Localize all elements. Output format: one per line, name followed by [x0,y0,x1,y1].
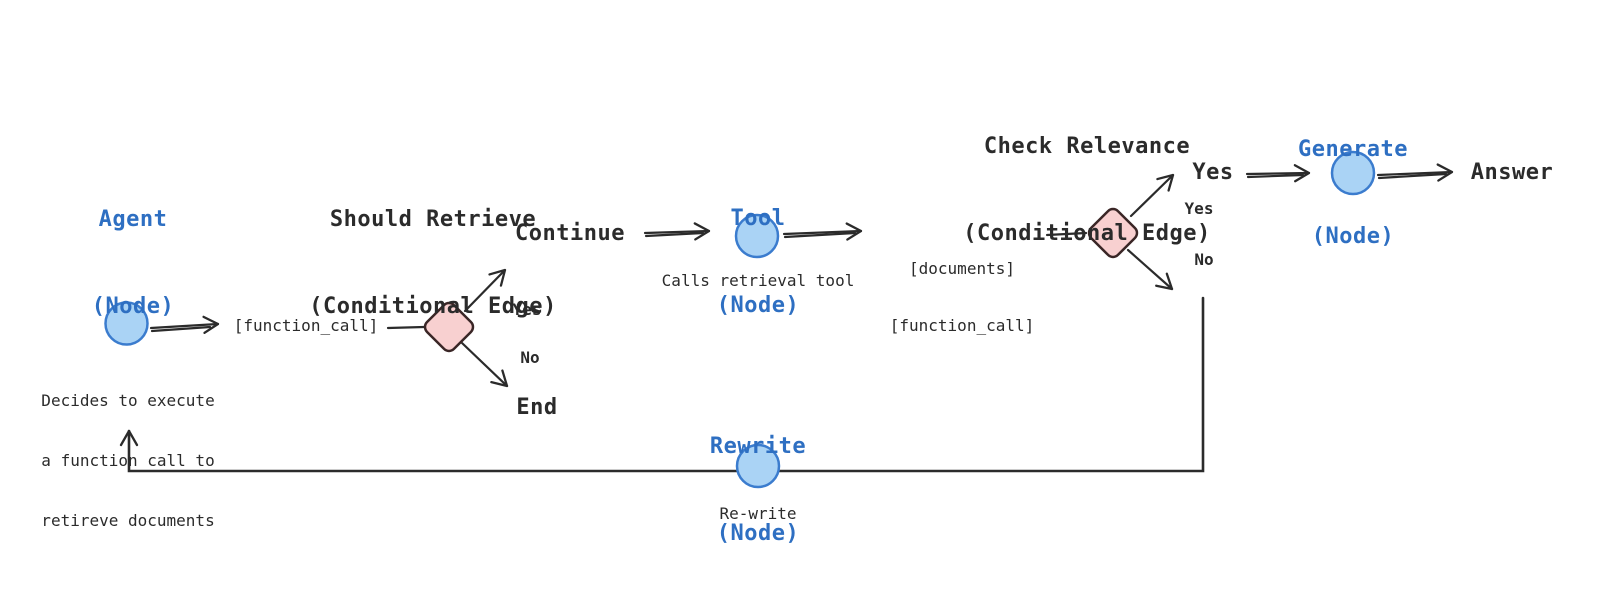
edge-function-call-to-should-retrieve [386,325,426,330]
rewrite-title: Rewrite [709,434,807,459]
agent-title: Agent [98,207,168,232]
documents-label: [documents] [909,259,1015,278]
should-retrieve-heading: Should Retrieve (Conditional Edge) [309,147,556,379]
rewrite-subtitle: (Node) [716,521,800,546]
tool-node-circle [734,213,780,259]
tool-subtitle: (Node) [716,293,800,318]
agent-node-heading: Agent (Node) [92,147,174,379]
tool-output-label: [documents] [function_call] [890,221,1035,373]
edge-check-relevance-yes-branch [1129,173,1175,218]
should-retrieve-no-label: No [520,348,540,367]
edge-yes-to-generate [1245,164,1311,183]
edge-tool-to-documents [782,222,863,241]
should-retrieve-diamond [423,301,475,353]
check-relevance-yes-label: Yes [1184,199,1214,218]
agent-subtitle: (Node) [91,294,175,319]
check-relevance-diamond [1087,207,1139,259]
continue-label: Continue [515,221,625,246]
generate-subtitle: (Node) [1311,224,1395,249]
rewrite-node-circle [735,443,781,489]
generate-title: Generate [1298,137,1408,162]
function-call-label: [function_call] [889,316,1035,335]
edge-generate-to-answer [1376,163,1454,182]
edge-check-relevance-no-branch [1126,248,1174,291]
agent-description: Decides to execute a function call to re… [41,351,214,571]
check-relevance-title: Check Relevance [983,134,1191,159]
answer-label: Answer [1470,160,1554,185]
agent-node-circle [104,301,149,346]
edge-should-retrieve-no-to-end [460,341,509,388]
tool-description: Calls retrieval tool [661,271,855,290]
edge-continue-to-tool [643,222,711,241]
edge-agent-to-function-call [149,315,220,334]
agent-description-line2: a function call to [41,451,215,470]
check-relevance-yes-target: Yes [1192,160,1234,185]
should-retrieve-yes-label: Yes [512,300,542,319]
generate-node-circle [1330,150,1376,196]
edge-rewrite-loop-back-to-agent [119,296,1205,473]
function-call-edge-label: [function_call] [233,316,379,335]
check-relevance-subtitle: (Conditional Edge) [963,221,1211,246]
check-relevance-heading: Check Relevance (Conditional Edge) [963,74,1210,306]
should-retrieve-title: Should Retrieve [329,207,537,232]
should-retrieve-subtitle: (Conditional Edge) [309,294,557,319]
rewrite-node-heading: Rewrite (Node) [710,374,806,589]
tool-node-heading: Tool (Node) [717,146,799,378]
end-label: End [516,395,558,420]
tool-title: Tool [730,206,786,231]
agent-description-line1: Decides to execute [41,391,215,410]
generate-node-heading: Generate (Node) [1298,77,1408,309]
rewrite-description: Re-write [719,504,797,523]
edge-should-retrieve-yes-to-continue [463,268,507,313]
agent-description-line3: retireve documents [41,511,215,530]
check-relevance-no-label: No [1194,250,1214,269]
edge-documents-to-check-relevance [1045,231,1088,237]
